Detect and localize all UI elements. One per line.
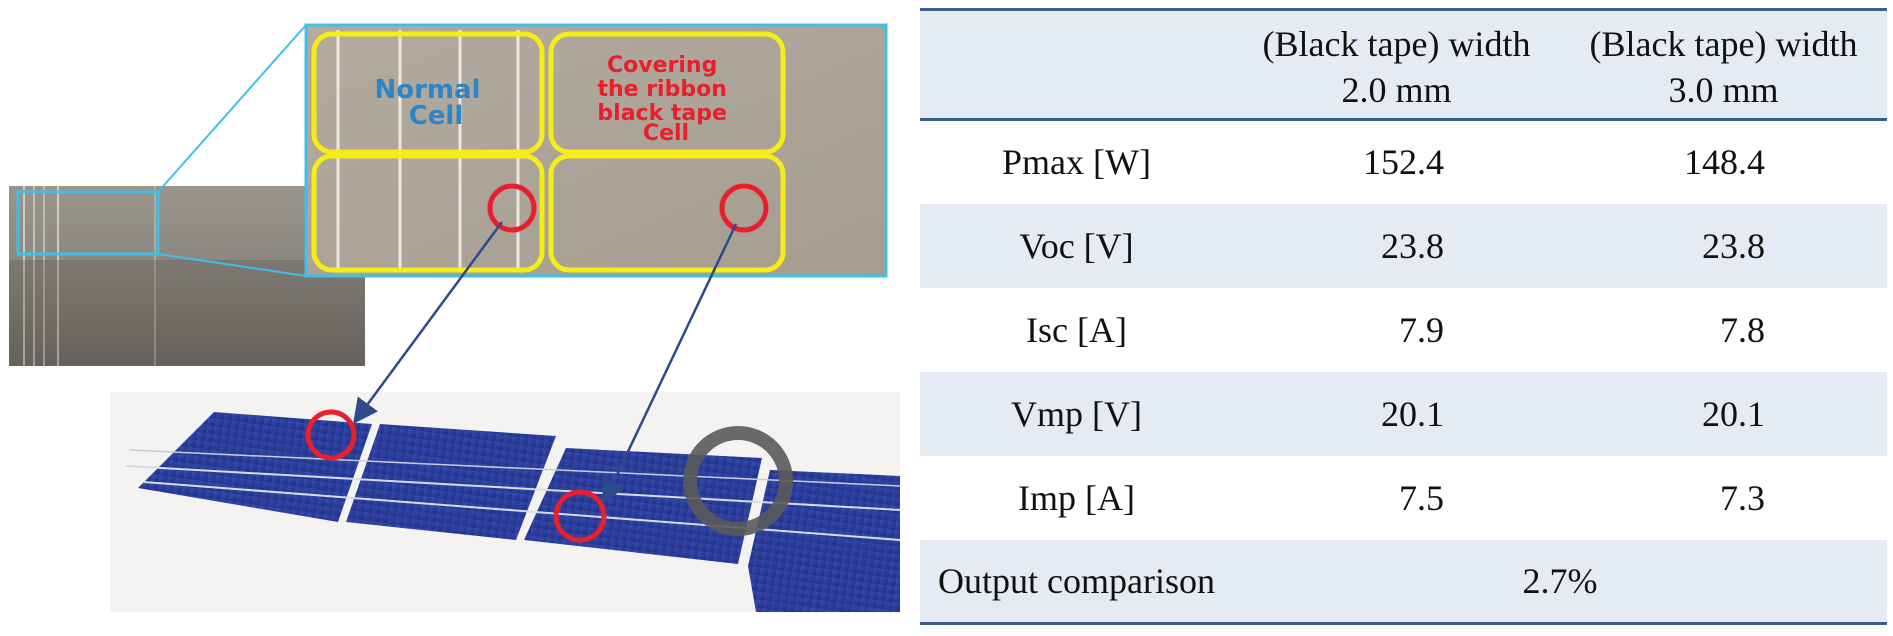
cover-label-line: black tape [597, 101, 727, 126]
covered-cell-label: Covering the ribbon black tape Cell [597, 53, 734, 146]
table-row: Voc [V] 23.8 23.8 [920, 203, 1887, 288]
row-label: Imp [A] [1018, 477, 1135, 518]
zoom-inset: Normal Cell Covering the ribbon black ta… [304, 23, 888, 278]
arrow [353, 221, 504, 425]
normal-label-line: Cell [409, 101, 464, 131]
value-2mm: 23.8 [1381, 225, 1444, 266]
ring-washer [683, 426, 793, 536]
value-2mm: 7.9 [1399, 309, 1444, 350]
header-width-2mm: (Black tape) width 2.0 mm [1233, 8, 1560, 121]
marker-circle [305, 409, 357, 461]
marker-circle [719, 183, 769, 233]
zoom-source-box [16, 190, 160, 256]
cover-label-line: the ribbon [597, 77, 726, 102]
cell-string-photo [110, 392, 901, 612]
value-2mm: 20.1 [1381, 393, 1444, 434]
header-line: (Black tape) width [1262, 24, 1531, 64]
value-3mm: 7.3 [1720, 477, 1765, 518]
header-line: 2.0 mm [1341, 70, 1452, 110]
covered-cell-box [548, 31, 786, 155]
value-3mm: 148.4 [1684, 142, 1765, 183]
value-3mm: 20.1 [1702, 393, 1765, 434]
header-row: (Black tape) width 2.0 mm (Black tape) w… [920, 8, 1887, 121]
table-row: Vmp [V] 20.1 20.1 [920, 371, 1887, 456]
normal-label-line: Normal [374, 75, 480, 105]
row-label: Voc [V] [1019, 225, 1134, 266]
row-label: Vmp [V] [1011, 393, 1142, 434]
header-line: (Black tape) width [1589, 24, 1858, 64]
table-row: Isc [A] 7.9 7.8 [920, 288, 1887, 372]
arrow [602, 223, 738, 505]
header-line: 3.0 mm [1668, 70, 1779, 110]
header-empty [920, 8, 1233, 121]
results-table: (Black tape) width 2.0 mm (Black tape) w… [920, 8, 1887, 625]
table-row: Pmax [W] 152.4 148.4 [920, 120, 1887, 204]
row-label: Pmax [W] [1002, 142, 1151, 183]
output-comparison-label: Output comparison [938, 560, 1215, 601]
cover-label-line: Cell [643, 121, 689, 146]
value-2mm: 7.5 [1399, 477, 1444, 518]
solar-cell-figure: Normal Cell Covering the ribbon black ta… [0, 0, 910, 636]
marker-circle [553, 489, 607, 543]
value-3mm: 23.8 [1702, 225, 1765, 266]
header-width-3mm: (Black tape) width 3.0 mm [1560, 8, 1887, 121]
output-comparison-value: 2.7% [1522, 560, 1598, 601]
cover-label-line: Covering [607, 53, 717, 78]
value-2mm: 152.4 [1363, 142, 1444, 183]
normal-cell-label: Normal Cell [374, 75, 489, 131]
table-row: Imp [A] 7.5 7.3 [920, 456, 1887, 540]
normal-cell-box [311, 31, 545, 155]
row-label: Isc [A] [1026, 309, 1127, 350]
value-3mm: 7.8 [1720, 309, 1765, 350]
marker-circle [487, 183, 537, 233]
output-comparison-row: Output comparison 2.7% [920, 539, 1887, 624]
